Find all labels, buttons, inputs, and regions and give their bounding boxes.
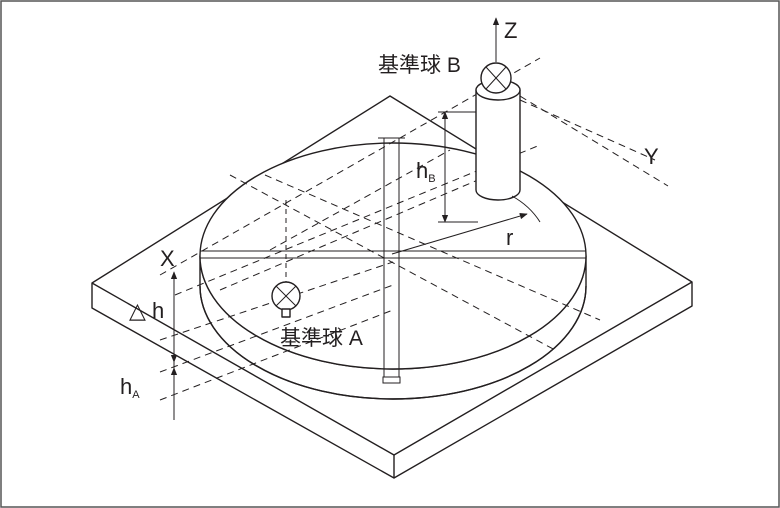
radius-arrow	[391, 195, 541, 255]
label-delta-symbol: △	[129, 298, 146, 323]
turntable-disc	[199, 142, 587, 400]
label-sphere-b: 基準球 B	[378, 54, 461, 77]
label-h-a: hA	[120, 374, 140, 401]
label-axis-z: Z	[504, 18, 517, 43]
label-axis-x: X	[160, 246, 175, 271]
label-sphere-a: 基準球 A	[280, 327, 363, 350]
reference-sphere-a	[271, 281, 301, 318]
h-b-dimension	[438, 111, 478, 223]
label-h-b: hB	[416, 158, 436, 185]
label-h: h	[152, 298, 164, 323]
label-h-b-sub: B	[428, 173, 435, 185]
label-h-a-main: h	[120, 374, 132, 399]
label-radius: r	[506, 225, 513, 250]
reference-sphere-b	[475, 62, 521, 201]
label-h-a-sub: A	[132, 389, 140, 401]
label-h-b-main: h	[416, 158, 428, 183]
label-axis-y: Y	[644, 144, 659, 169]
